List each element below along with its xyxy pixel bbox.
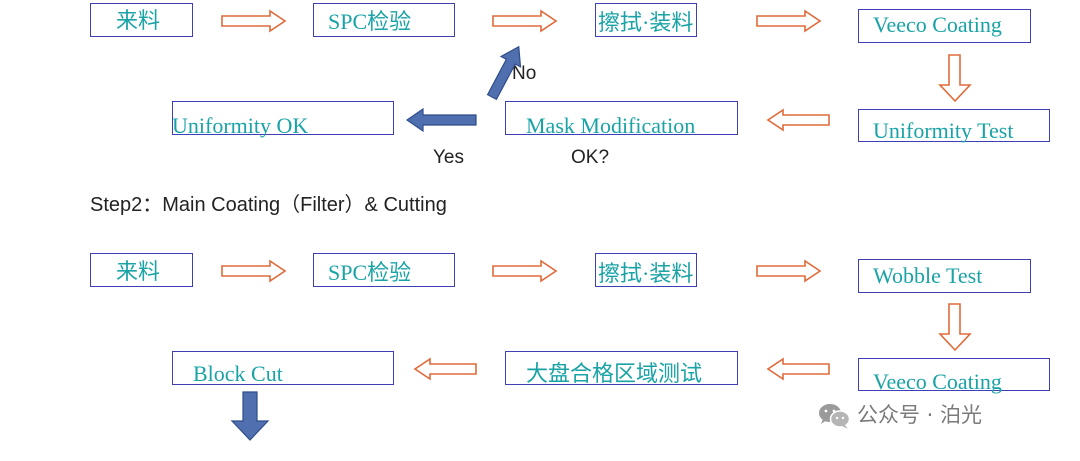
arrow-right-hollow — [221, 9, 287, 33]
step2-box-block-cut — [172, 351, 394, 385]
step1-label-uniformity-ok: Uniformity OK — [172, 113, 309, 138]
step1-box-uniformity-ok — [172, 101, 394, 135]
step2-label-incoming: 来料 — [116, 259, 161, 284]
step1-label-mask-modification: Mask Modification — [526, 113, 696, 138]
step2-box-wobble-test — [858, 259, 1031, 293]
step2-box-incoming — [90, 253, 193, 287]
arrow-right-hollow — [756, 259, 822, 283]
arrow-right-hollow — [756, 9, 822, 33]
step1-box-wipe-load — [595, 3, 697, 37]
arrow-down-hollow — [938, 54, 972, 103]
step2-heading: Step2：Main Coating（Filter）& Cutting — [90, 194, 447, 216]
arrow-diagonal-solid-no — [486, 45, 522, 101]
step1-box-incoming — [90, 3, 193, 37]
arrow-left-hollow — [413, 357, 477, 381]
ok-question-label: OK? — [571, 147, 610, 168]
step1-label-wipe-load: 擦拭·装料 — [598, 10, 694, 35]
step1-label-veeco-coating: Veeco Coating — [873, 12, 1002, 37]
step2-box-spc — [313, 253, 455, 287]
yes-label: Yes — [433, 147, 464, 168]
arrow-right-hollow — [221, 259, 287, 283]
step2-label-wipe-load: 擦拭·装料 — [598, 261, 694, 286]
step1-label-uniformity-test: Uniformity Test — [873, 118, 1014, 143]
step2-box-wipe-load — [595, 253, 697, 287]
step2-label-spc: SPC检验 — [328, 260, 412, 285]
wechat-icon — [819, 404, 851, 429]
arrow-right-hollow — [492, 9, 558, 33]
arrow-down-solid — [230, 391, 270, 441]
no-label: No — [512, 63, 537, 84]
step1-box-uniformity-test — [858, 109, 1050, 142]
arrow-left-hollow — [766, 108, 830, 132]
step1-box-veeco-coating — [858, 9, 1031, 43]
step1-box-mask-modification — [505, 101, 738, 135]
arrow-left-solid-yes — [405, 107, 477, 133]
step2-box-veeco-coating — [858, 358, 1050, 391]
step1-box-spc — [313, 3, 455, 37]
watermark-text: 公众号 · 泊光 — [857, 403, 983, 427]
arrow-right-hollow — [492, 259, 558, 283]
step1-label-spc: SPC检验 — [328, 9, 412, 34]
step1-label-incoming: 来料 — [116, 8, 161, 33]
arrow-down-hollow — [938, 303, 972, 352]
step2-label-large-plate-test: 大盘合格区域测试 — [526, 361, 703, 386]
arrow-left-hollow — [766, 357, 830, 381]
step2-box-large-plate-test — [505, 351, 738, 385]
step2-label-wobble-test: Wobble Test — [873, 263, 983, 288]
step2-label-veeco-coating: Veeco Coating — [873, 369, 1002, 394]
step2-label-block-cut: Block Cut — [193, 361, 283, 386]
